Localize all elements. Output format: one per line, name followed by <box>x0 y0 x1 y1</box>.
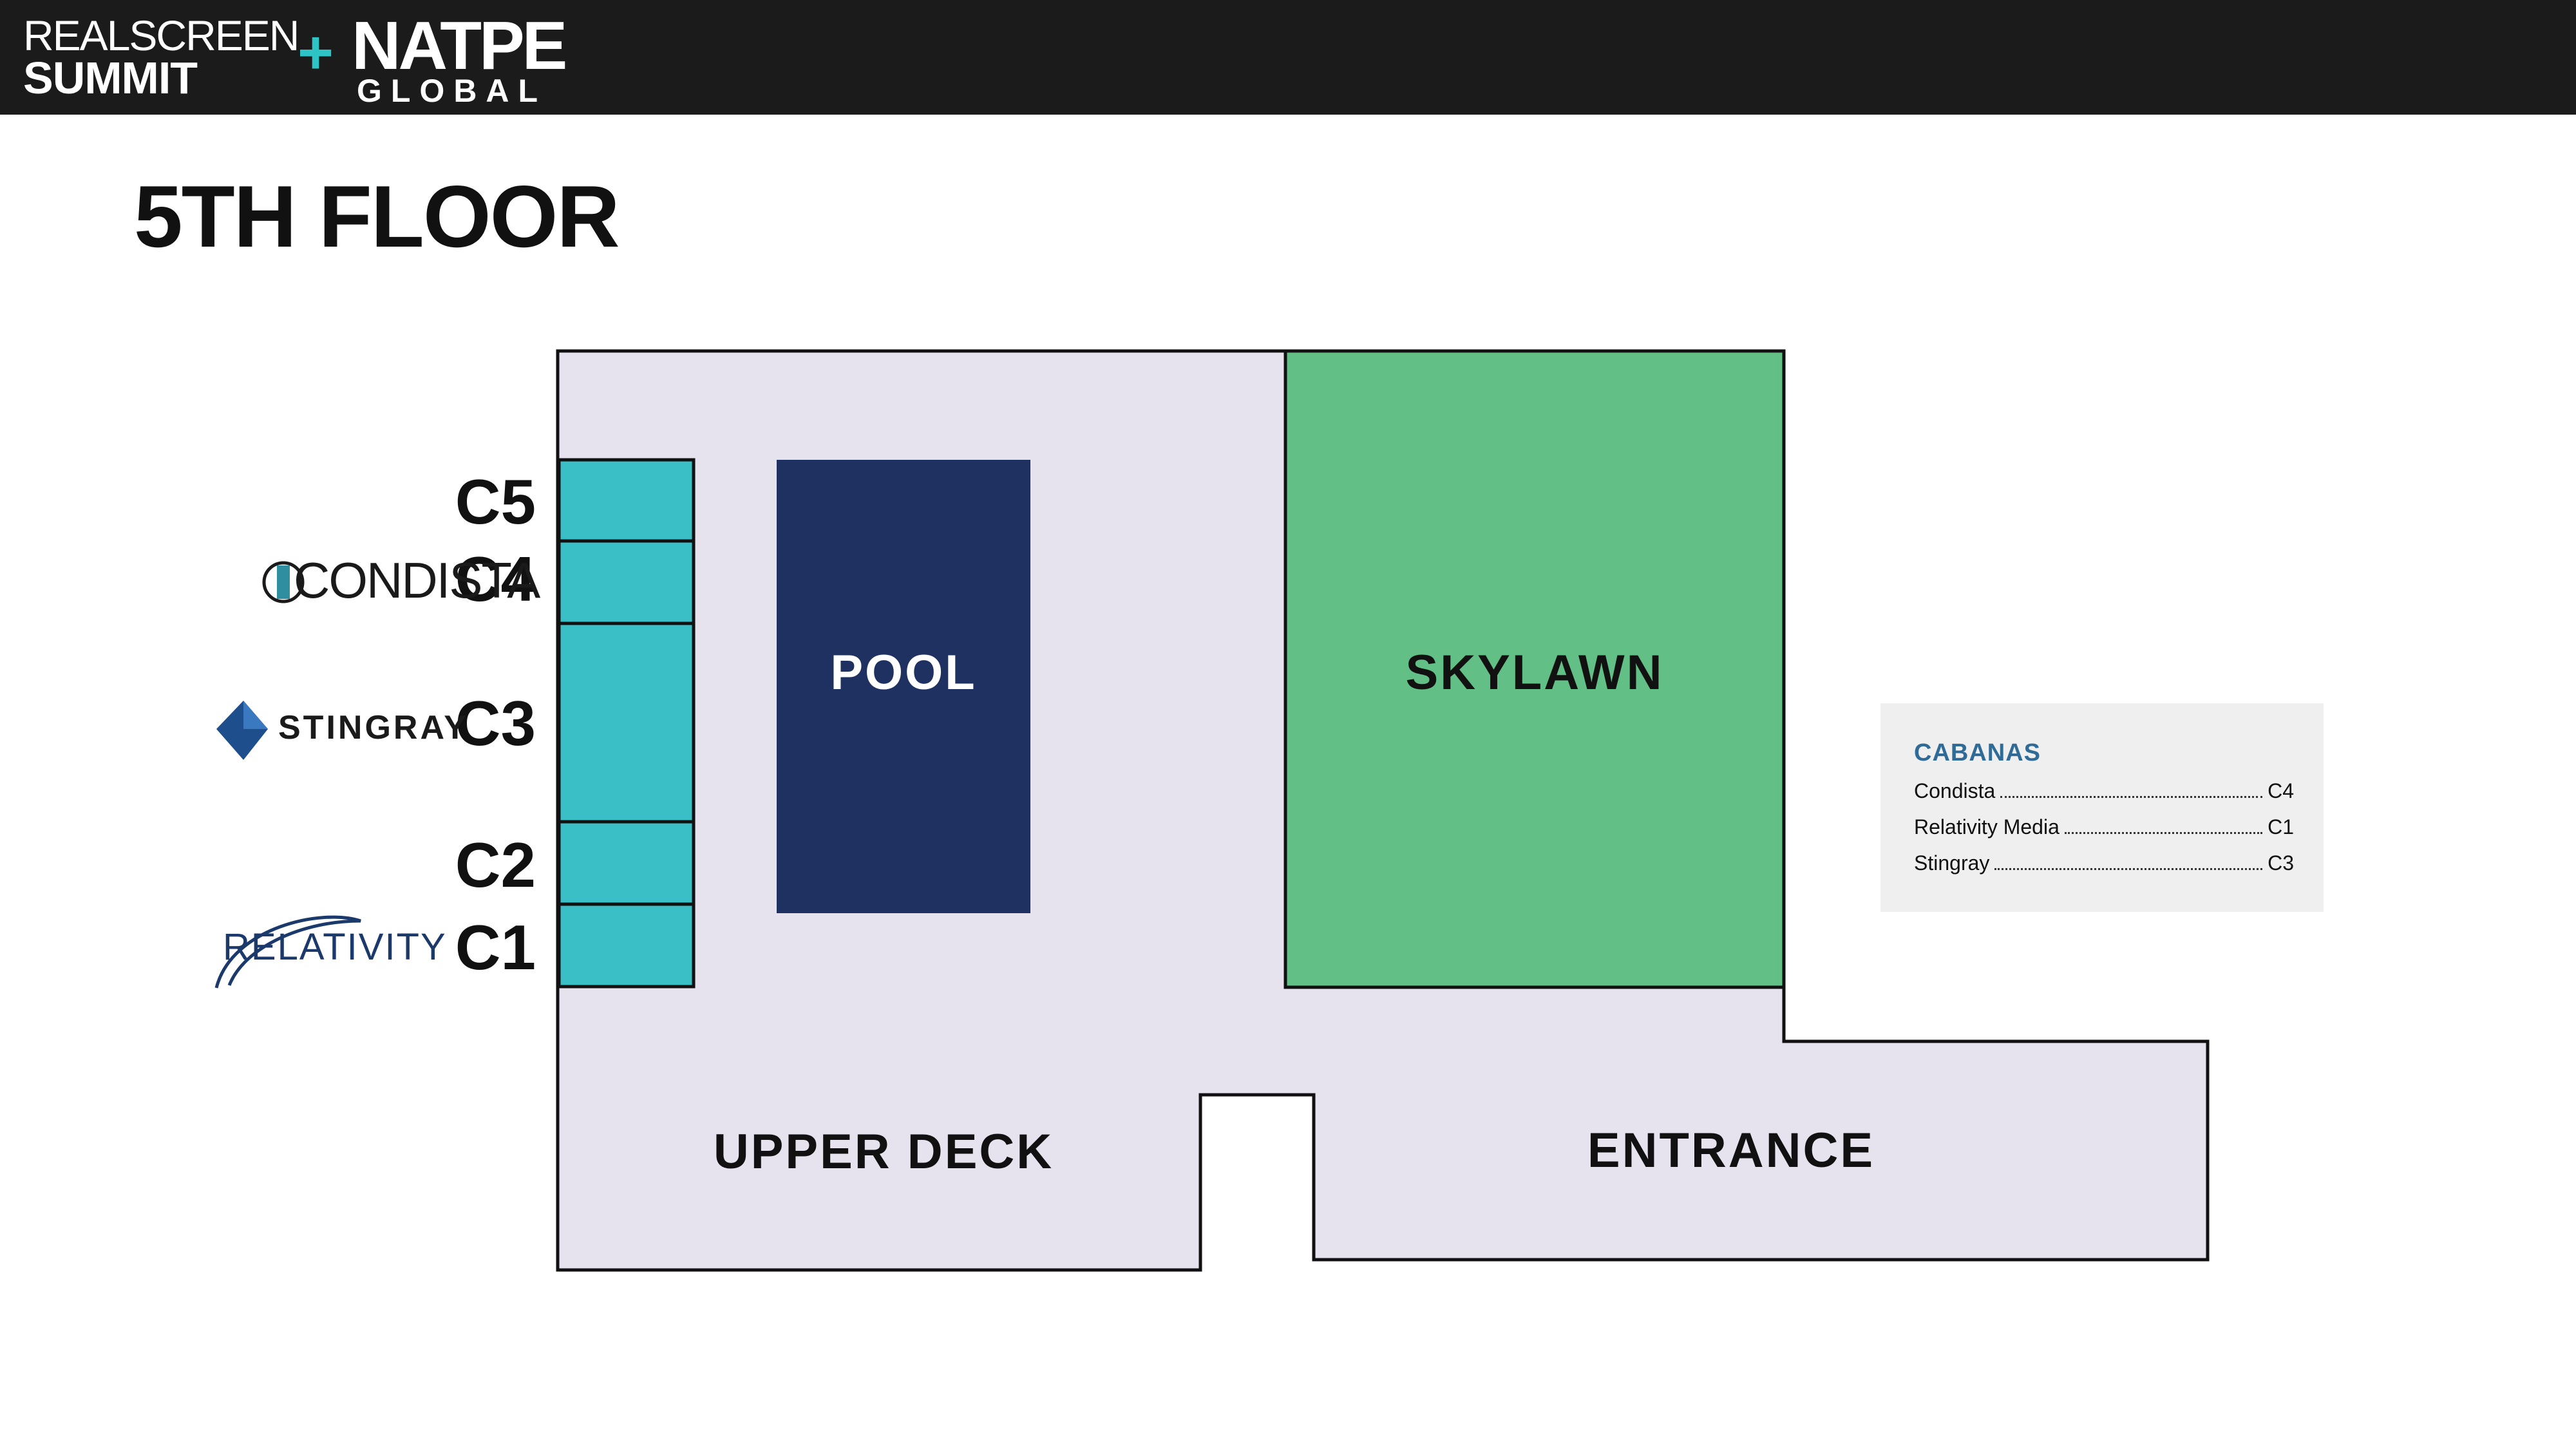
cabana-c4 <box>557 539 696 625</box>
condista-logo: CONDISTA <box>294 552 540 609</box>
condista-logo-mark <box>262 561 305 603</box>
page-title: 5TH FLOOR <box>134 167 620 265</box>
legend-item-name: Stingray <box>1914 851 1990 875</box>
realscreen-summit-logo: REALSCREEN SUMMIT <box>23 12 299 103</box>
skylawn-area <box>1283 349 1786 989</box>
pool-area <box>777 460 1030 913</box>
natpe-wordmark: NATPE <box>352 8 567 84</box>
entrance-label: ENTRANCE <box>1587 1123 1875 1178</box>
header-bar: REALSCREEN SUMMIT + NATPE GLOBAL <box>0 0 2576 115</box>
pool-label: POOL <box>830 645 976 700</box>
summit-wordmark: SUMMIT <box>23 53 198 103</box>
legend-item: Relativity Media C1 <box>1914 815 2294 839</box>
upper-deck-label: UPPER DECK <box>714 1124 1054 1179</box>
cabana-label-c1: C1 <box>455 912 536 983</box>
stingray-logo: STINGRAY <box>278 709 469 746</box>
plus-icon: + <box>298 18 334 87</box>
legend-item-cabana: C1 <box>2268 815 2294 838</box>
leader-dots <box>2000 796 2263 798</box>
global-wordmark: GLOBAL <box>357 73 547 109</box>
legend-item-cabana: C4 <box>2268 779 2294 802</box>
cabana-c3 <box>557 621 696 824</box>
skylawn-label: SKYLAWN <box>1406 645 1664 700</box>
leader-dots <box>1994 868 2263 870</box>
cabana-label-c5: C5 <box>455 466 536 537</box>
cabana-c1 <box>557 902 696 989</box>
relativity-logo: RELATIVITY <box>223 926 447 968</box>
legend-item: Condista C4 <box>1914 779 2294 803</box>
cabana-c2 <box>557 820 696 906</box>
leader-dots <box>2064 832 2263 834</box>
cabanas-legend: CABANAS Condista C4 Relativity Media C1 … <box>1880 703 2324 912</box>
cabana-label-c3: C3 <box>455 688 536 759</box>
legend-item-name: Condista <box>1914 779 1996 802</box>
legend-item: Stingray C3 <box>1914 851 2294 875</box>
legend-item-name: Relativity Media <box>1914 815 2060 838</box>
cabana-label-c2: C2 <box>455 829 536 900</box>
natpe-global-logo: NATPE GLOBAL <box>352 8 567 109</box>
cabana-label-c4: C4 <box>455 544 536 614</box>
stingray-logo-mark <box>216 701 268 760</box>
relativity-swoosh-icon <box>214 915 361 989</box>
cabana-c5 <box>557 458 696 543</box>
legend-title: CABANAS <box>1914 739 2041 766</box>
realscreen-wordmark: REALSCREEN <box>23 12 299 59</box>
legend-item-cabana: C3 <box>2268 851 2294 875</box>
